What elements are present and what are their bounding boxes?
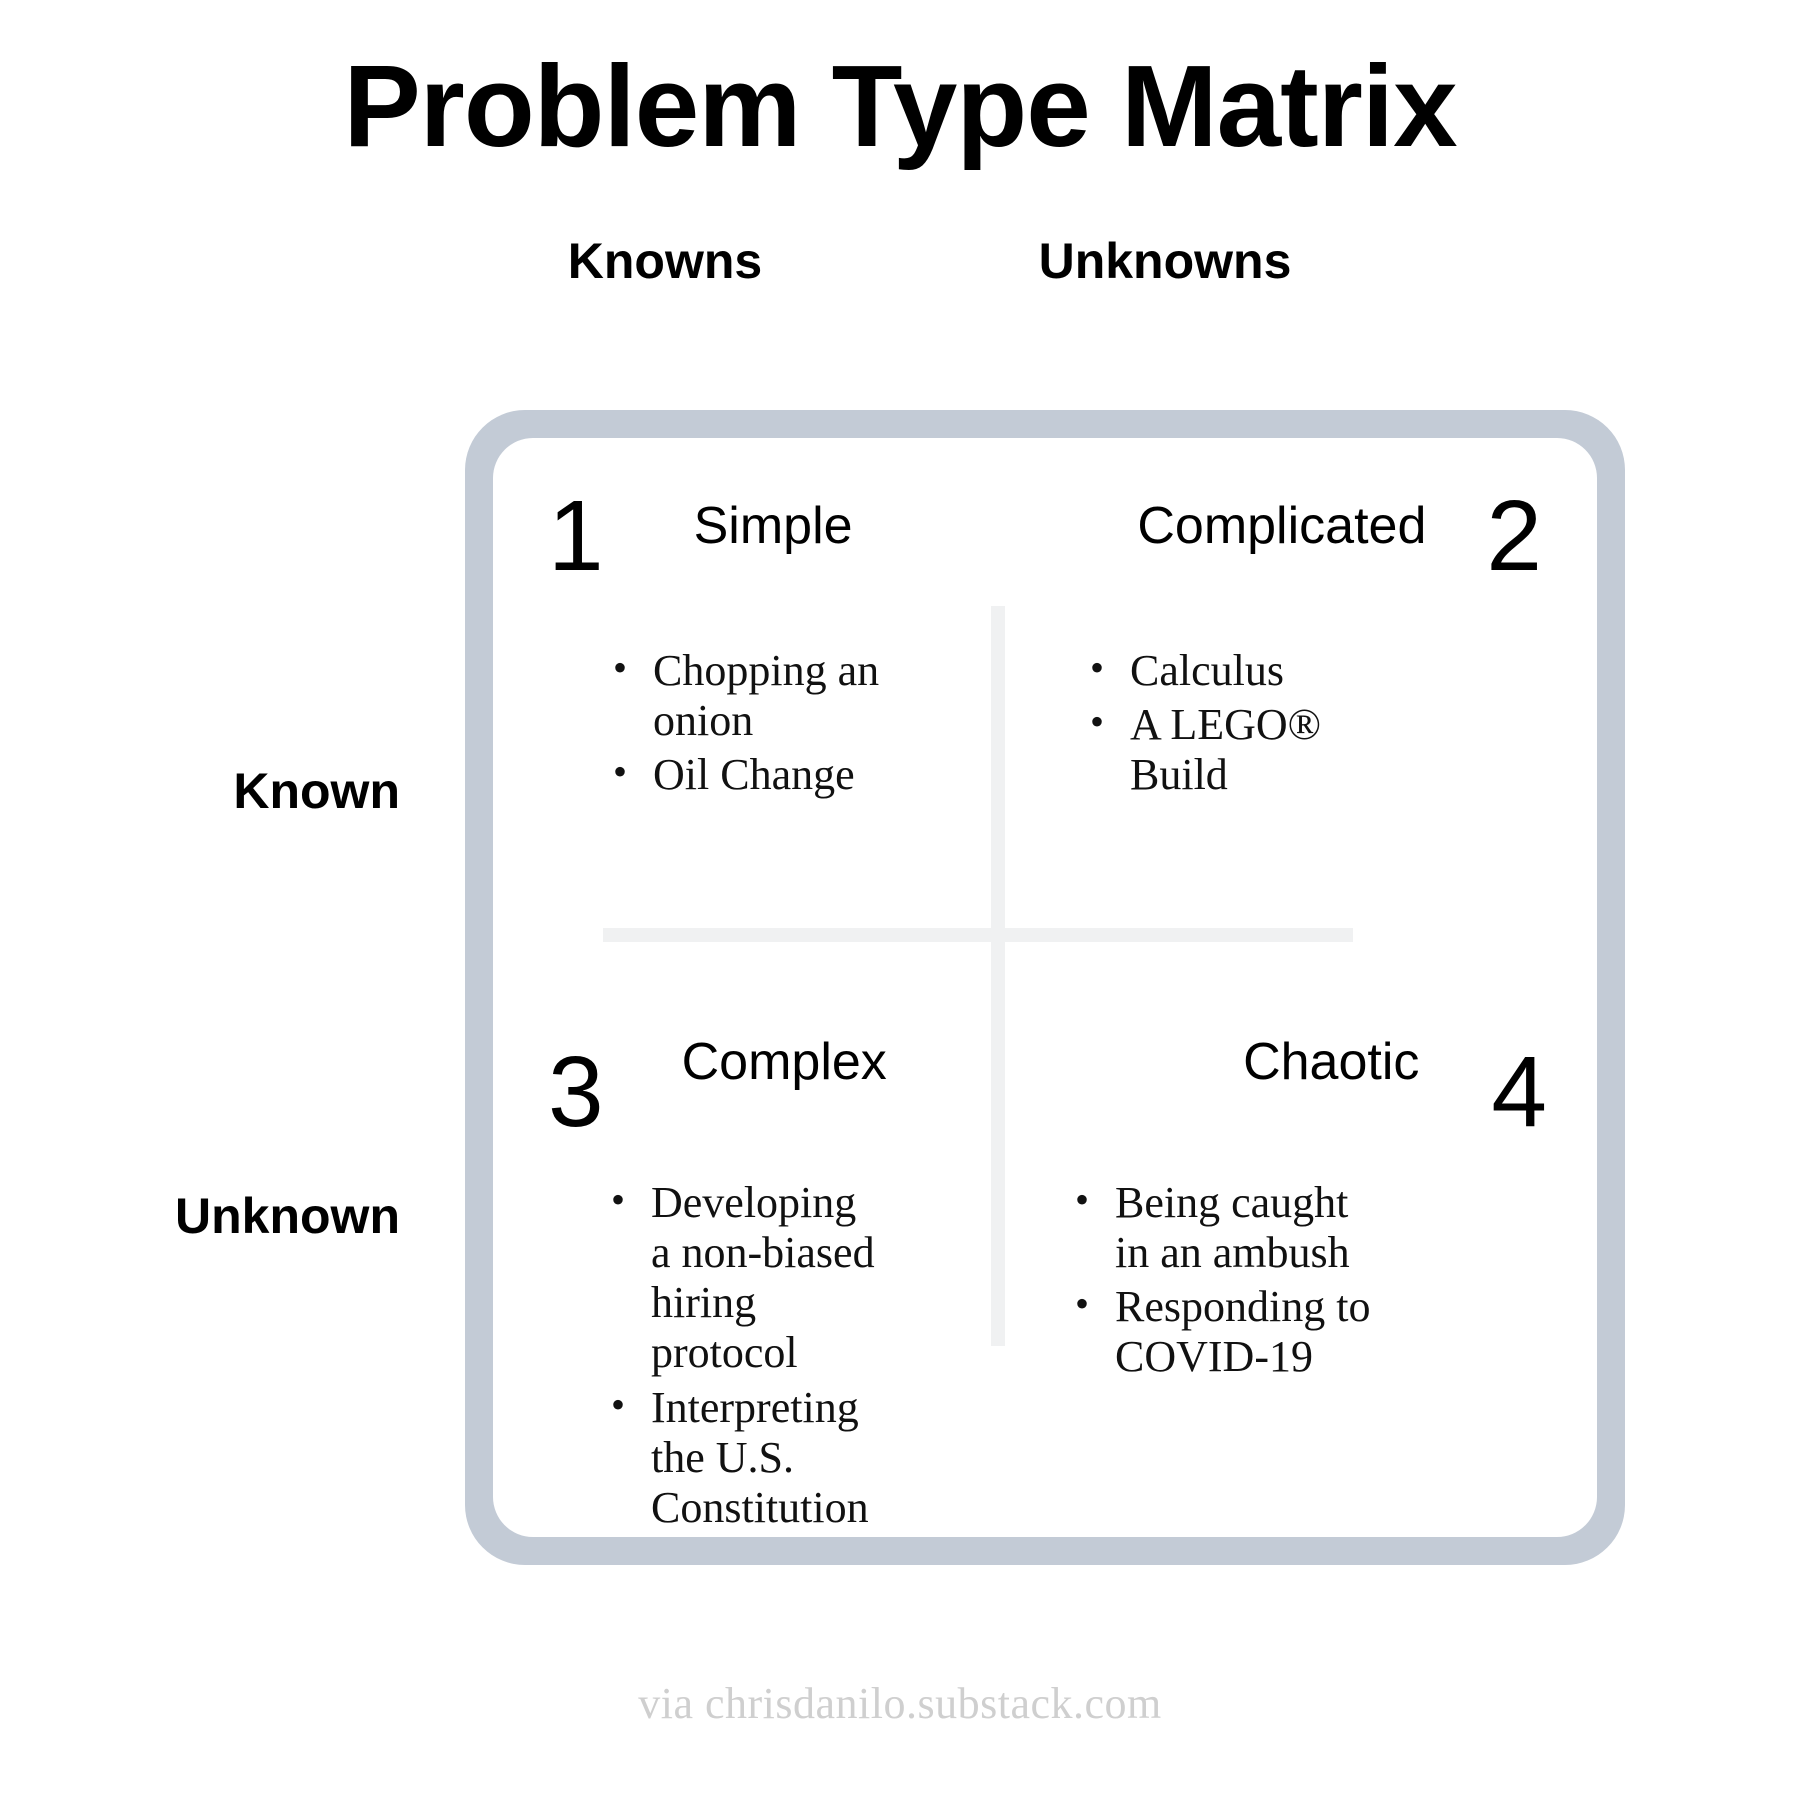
list-item: A LEGO® Build <box>1090 698 1420 800</box>
vertical-divider <box>991 606 1005 1346</box>
quadrant-number: 1 <box>548 480 604 592</box>
quadrant-header: Complicated 2 <box>1045 438 1597 606</box>
list-item: Chopping an onion <box>613 644 883 746</box>
horizontal-divider <box>603 928 1353 942</box>
column-header-knowns: Knowns <box>567 233 763 289</box>
quadrant-title: Chaotic <box>1243 1032 1420 1091</box>
column-header-unknowns: Unknowns <box>1038 233 1292 289</box>
column-headers: Knowns Unknowns <box>430 232 1430 290</box>
list-item: Calculus <box>1090 644 1420 696</box>
matrix-frame: 1 Simple Chopping an onion Oil Change Co… <box>465 410 1625 1565</box>
list-item: Developing a non-biased hiring protocol <box>611 1176 886 1379</box>
list-item: Responding to COVID-19 <box>1075 1280 1375 1382</box>
quadrant-title: Complicated <box>1137 497 1427 555</box>
list-item: Oil Change <box>613 748 883 800</box>
quadrant-complex: 3 Complex Developing a non-biased hiring… <box>493 978 1045 1537</box>
matrix-inner: 1 Simple Chopping an onion Oil Change Co… <box>493 438 1597 1537</box>
footer-credit: via chrisdanilo.substack.com <box>638 1679 1162 1728</box>
quadrant-grid: 1 Simple Chopping an onion Oil Change Co… <box>493 438 1597 1537</box>
row-label-unknown: Unknown <box>175 1188 400 1244</box>
quadrant-complicated: Complicated 2 Calculus A LEGO® Build <box>1045 438 1597 978</box>
quadrant-item-list: Developing a non-biased hiring protocol … <box>611 1176 886 1533</box>
quadrant-item-list: Calculus A LEGO® Build <box>1090 644 1420 800</box>
quadrant-simple: 1 Simple Chopping an onion Oil Change <box>493 438 1045 978</box>
quadrant-header: Chaotic 4 <box>1045 978 1597 1142</box>
quadrant-header: 3 Complex <box>493 978 1045 1142</box>
quadrant-title: Simple <box>693 497 853 555</box>
quadrant-item-list: Being caught in an ambush Responding to … <box>1075 1176 1375 1383</box>
quadrant-number: 3 <box>548 1035 604 1148</box>
list-item: Interpreting the U.S. Constitution <box>611 1381 886 1533</box>
quadrant-chaotic: Chaotic 4 Being caught in an ambush Resp… <box>1045 978 1597 1537</box>
row-label-known: Known <box>233 763 400 819</box>
page-title: Problem Type Matrix <box>343 41 1457 171</box>
quadrant-header: 1 Simple <box>493 438 1045 606</box>
list-item: Being caught in an ambush <box>1075 1176 1375 1278</box>
quadrant-number: 2 <box>1486 480 1542 592</box>
quadrant-item-list: Chopping an onion Oil Change <box>613 644 883 800</box>
quadrant-number: 4 <box>1491 1035 1547 1148</box>
quadrant-title: Complex <box>681 1032 887 1091</box>
